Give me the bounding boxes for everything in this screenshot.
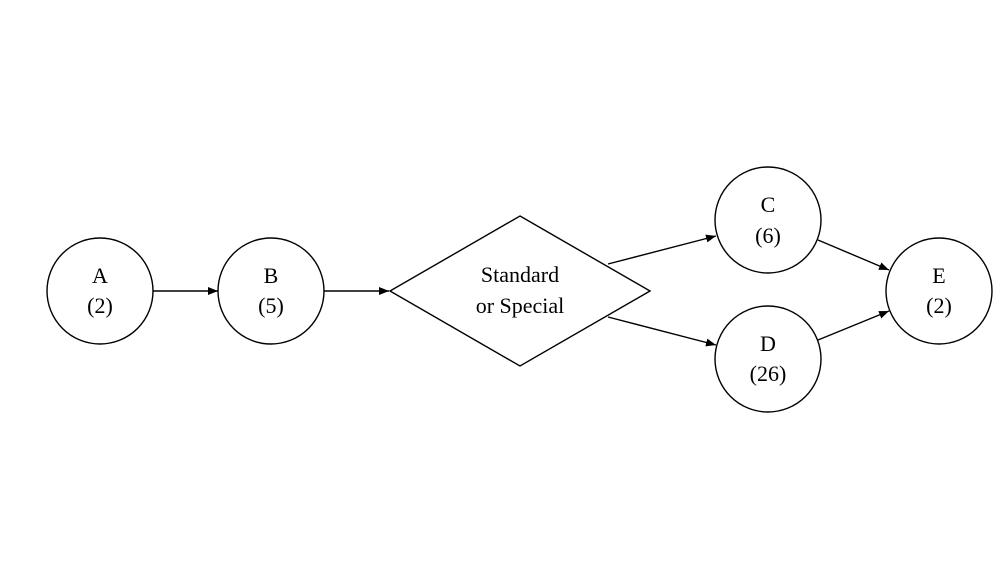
decision-label-line1: Standard [481,262,559,287]
node-d: D (26) [714,305,822,413]
node-b: B (5) [217,237,325,345]
node-a-value: (2) [87,293,113,318]
node-c: C (6) [714,166,822,274]
node-d-value: (26) [750,361,787,386]
edge-d-to-e [817,310,890,341]
node-c-circle [714,166,822,274]
node-decision: Standard or Special [388,215,652,367]
node-c-label: C [761,192,776,217]
node-d-circle [714,305,822,413]
node-e-value: (2) [926,293,952,318]
node-c-value: (6) [755,223,781,248]
node-a: A (2) [46,237,154,345]
edges [153,234,890,347]
node-b-value: (5) [258,293,284,318]
node-a-circle [46,237,154,345]
decision-label-line2: or Special [476,293,565,318]
decision-diamond [388,215,652,367]
node-e: E (2) [885,237,993,345]
edge-decision-to-c [607,234,717,265]
node-b-label: B [264,263,279,288]
edge-decision-to-d [607,316,717,347]
node-d-label: D [760,331,776,356]
node-e-circle [885,237,993,345]
node-e-label: E [932,263,945,288]
node-b-circle [217,237,325,345]
node-a-label: A [92,263,108,288]
edge-c-to-e [817,239,890,271]
